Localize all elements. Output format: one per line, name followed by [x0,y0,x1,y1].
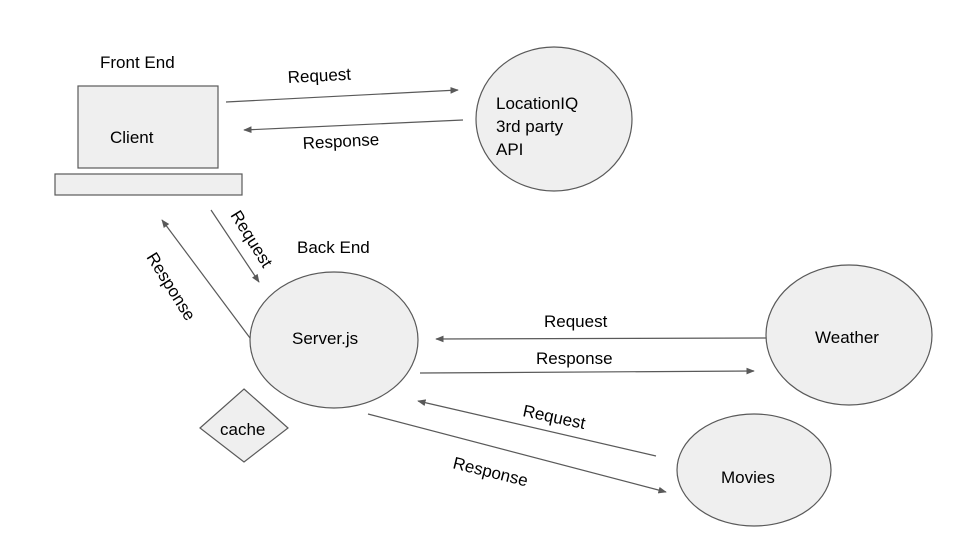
client-monitor [77,85,219,169]
movies-node: Movies [676,413,832,527]
movies-label: Movies [721,468,775,487]
front-end-label: Front End [100,53,175,72]
cache-diamond [199,388,289,463]
client-to-locationiq-arrow [225,87,459,103]
location-iq-label-line-1: LocationIQ [496,94,578,113]
movies-request-label: Request [521,401,587,433]
client-to-locationiq-label: Request [287,65,352,87]
weather-request-arrow [435,335,767,343]
location-iq-label-line-2: 3rd party [496,117,564,136]
movies-response-label: Response [451,453,530,490]
server-to-client-label: Response [143,249,200,324]
weather-ellipse [765,264,933,406]
locationiq-to-client-arrow [243,119,464,134]
weather-response-label: Response [536,349,613,368]
movies-request-arrow [417,399,657,457]
weather-node: Weather [765,264,933,406]
server-node: Server.js [249,271,419,409]
movies-response-arrow [367,413,667,494]
client-keyboard [54,173,243,196]
location-iq-node: LocationIQ 3rd party API [475,46,633,192]
weather-label: Weather [815,328,879,347]
weather-request-label: Request [544,312,608,331]
movies-ellipse [676,413,832,527]
server-ellipse [249,271,419,409]
location-iq-label-line-3: API [496,140,523,159]
server-label: Server.js [292,329,358,348]
server-to-client-arrow [161,219,251,339]
location-iq-ellipse [475,46,633,192]
weather-response-arrow [419,367,755,375]
back-end-label: Back End [297,238,370,257]
cache-node: cache [199,388,289,463]
client-node: Client [54,85,243,196]
client-label: Client [110,128,154,147]
client-to-server-arrow [210,209,260,283]
locationiq-to-client-label: Response [302,130,379,153]
client-to-server-label: Request [227,207,277,271]
cache-label: cache [220,420,265,439]
